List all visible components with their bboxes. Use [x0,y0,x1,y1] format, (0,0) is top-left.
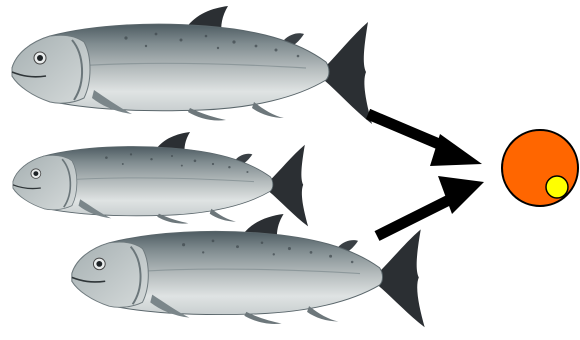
salmon-icon [13,132,308,226]
salmon-icon [72,214,425,327]
salmon-icon [12,6,372,124]
arrow-down-right-icon [368,114,482,166]
arrow-up-right-icon [377,176,484,236]
egg-outer [502,130,578,206]
egg-icon [502,130,578,206]
egg-yolk [546,176,568,198]
